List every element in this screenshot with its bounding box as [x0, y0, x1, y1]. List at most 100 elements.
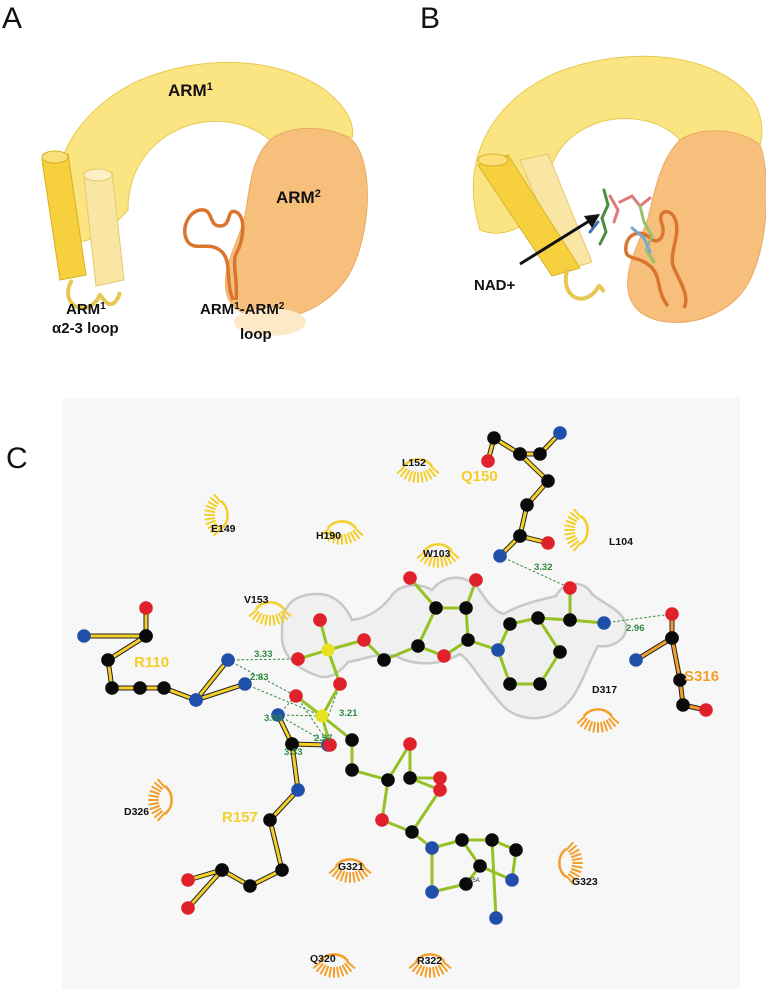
hydrophobic-spoke — [573, 508, 582, 518]
hydrophobic-spoke — [151, 807, 162, 815]
nad-ligand-bond — [410, 788, 442, 834]
hydrophobic-spoke — [592, 721, 596, 733]
hydrophobic-spoke — [412, 962, 420, 972]
nad-ligand-atom-oxygen — [291, 652, 305, 666]
r157-atom-carbon — [243, 879, 257, 893]
hydrophobic-spoke — [571, 857, 583, 861]
hydrophobic-arcs — [148, 458, 620, 978]
hydrophobic-spoke — [610, 715, 620, 724]
nad-ligand-bond — [416, 606, 438, 648]
hydrophobic-spoke — [331, 532, 337, 544]
hydrophobic-spoke — [424, 966, 428, 978]
hydrophobic-spoke — [448, 552, 456, 562]
residue-label-r110: R110 — [134, 654, 169, 671]
hydrophobic-contact-arc — [558, 841, 583, 885]
hydrophobic-spoke — [204, 517, 216, 521]
q150-atom-carbon — [520, 498, 534, 512]
hydrophobic-spoke — [154, 810, 164, 818]
nad-ligand-atom-nitrogen — [491, 643, 505, 657]
nad-ligand-atom-carbon — [533, 677, 547, 691]
r157-atom-carbon — [215, 863, 229, 877]
hydrophobic-spoke — [320, 527, 330, 536]
hydrophobic-label-e149: E149 — [211, 523, 236, 535]
hydrophobic-spoke — [564, 532, 576, 536]
r157-bond — [268, 818, 284, 872]
hydrophobic-spoke — [352, 871, 356, 883]
nad-ligand-atom-oxygen — [403, 571, 417, 585]
nad-ligand-atom-nitrogen — [597, 616, 611, 630]
hydrophobic-contact-arc — [204, 493, 229, 537]
alpha-helices — [41, 150, 125, 311]
nad-ligand-atom-phosphorus — [315, 709, 329, 723]
hydrophobic-spoke — [210, 497, 220, 505]
hydrophobic-spoke — [576, 715, 586, 724]
hydrophobic-spoke — [148, 794, 160, 798]
hydrophobic-spoke — [415, 964, 423, 975]
hydrophobic-spoke — [603, 720, 609, 732]
hbond-distance-8: 3.33 — [284, 747, 303, 758]
hydrophobic-spoke — [151, 785, 162, 793]
hydrophobic-spoke — [423, 554, 431, 565]
r157-atom-oxygen — [181, 873, 195, 887]
hydrophobic-spoke — [360, 867, 368, 877]
orange-loop-b — [624, 210, 688, 309]
r110-bond — [194, 658, 230, 702]
hydrophobic-contact-arc — [564, 508, 589, 552]
hydrophobic-label-g323: G323 — [572, 876, 598, 888]
hydrophobic-spoke — [567, 537, 578, 545]
hydrophobic-spoke — [400, 467, 408, 477]
r157-atom-carbon — [275, 863, 289, 877]
hydrophobic-spoke — [210, 525, 220, 533]
hydrophobic-spoke — [425, 469, 433, 480]
arm1-loop-label-line1: ARM1 — [66, 301, 106, 319]
nad-ligand-atom-carbon — [405, 825, 419, 839]
alpha-helices-b — [477, 153, 606, 301]
nad-ligand-atom-nitrogen — [505, 873, 519, 887]
q150-atom-nitrogen — [553, 426, 567, 440]
s316-atom-carbon — [676, 698, 690, 712]
hydrophobic-spoke — [435, 965, 441, 977]
q150-atom-carbon — [513, 447, 527, 461]
nad-ligand-atom-carbon — [377, 653, 391, 667]
s316-atom-oxygen — [699, 703, 713, 717]
q150-atom-carbon — [513, 529, 527, 543]
panel-c-label: C — [6, 442, 28, 475]
nad-ligand-atom-carbon — [531, 611, 545, 625]
s316-bond — [670, 636, 682, 682]
hydrophobic-spoke — [416, 550, 426, 559]
hydrophobic-label-d317: D317 — [592, 684, 617, 696]
nad-ligand-atom-oxygen — [333, 677, 347, 691]
nad-ligand-atom-oxygen — [433, 771, 447, 785]
hydrophobic-contact-arc — [148, 778, 173, 822]
hydrophobic-spoke — [432, 966, 436, 978]
hydrophobic-spoke — [608, 717, 616, 727]
r110-atom-carbon — [105, 681, 119, 695]
nad-ligand-atom-carbon — [345, 763, 359, 777]
nad-label: NAD+ — [474, 277, 515, 294]
hydrophobic-spoke — [567, 515, 578, 523]
r110-atom-nitrogen — [77, 629, 91, 643]
nad-ligand-atom-carbon — [553, 645, 567, 659]
hydrophobic-spoke — [440, 962, 448, 972]
hydrophobic-spoke — [312, 960, 322, 969]
hydrophobic-spoke — [344, 962, 352, 972]
hydrophobic-spoke — [423, 470, 429, 482]
nad-ligand-atom-carbon — [473, 859, 487, 873]
nad-ligand-atom-oxygen — [375, 813, 389, 827]
hydrophobic-label-r322: R322 — [417, 955, 442, 967]
hydrophobic-contact-arc — [408, 953, 452, 978]
r157-bond — [290, 742, 300, 792]
hydrophobic-spoke — [412, 471, 416, 483]
nad-ligand-atom-carbon — [503, 677, 517, 691]
hydrophobic-spoke — [327, 531, 335, 542]
nad-ligand-atom-oxygen — [289, 689, 303, 703]
hydrophobic-spoke — [437, 964, 445, 975]
nad-ligand-atom-carbon — [429, 601, 443, 615]
hydrophobic-spoke — [440, 556, 444, 568]
hydrophobic-spoke — [275, 613, 281, 625]
nad-ligand-atom-carbon — [381, 773, 395, 787]
hydrophobic-spoke — [396, 465, 406, 474]
r157-atom-oxygen — [181, 901, 195, 915]
nad-ligand-atom-oxygen — [357, 633, 371, 647]
hydrophobic-contact-arc — [576, 708, 620, 733]
